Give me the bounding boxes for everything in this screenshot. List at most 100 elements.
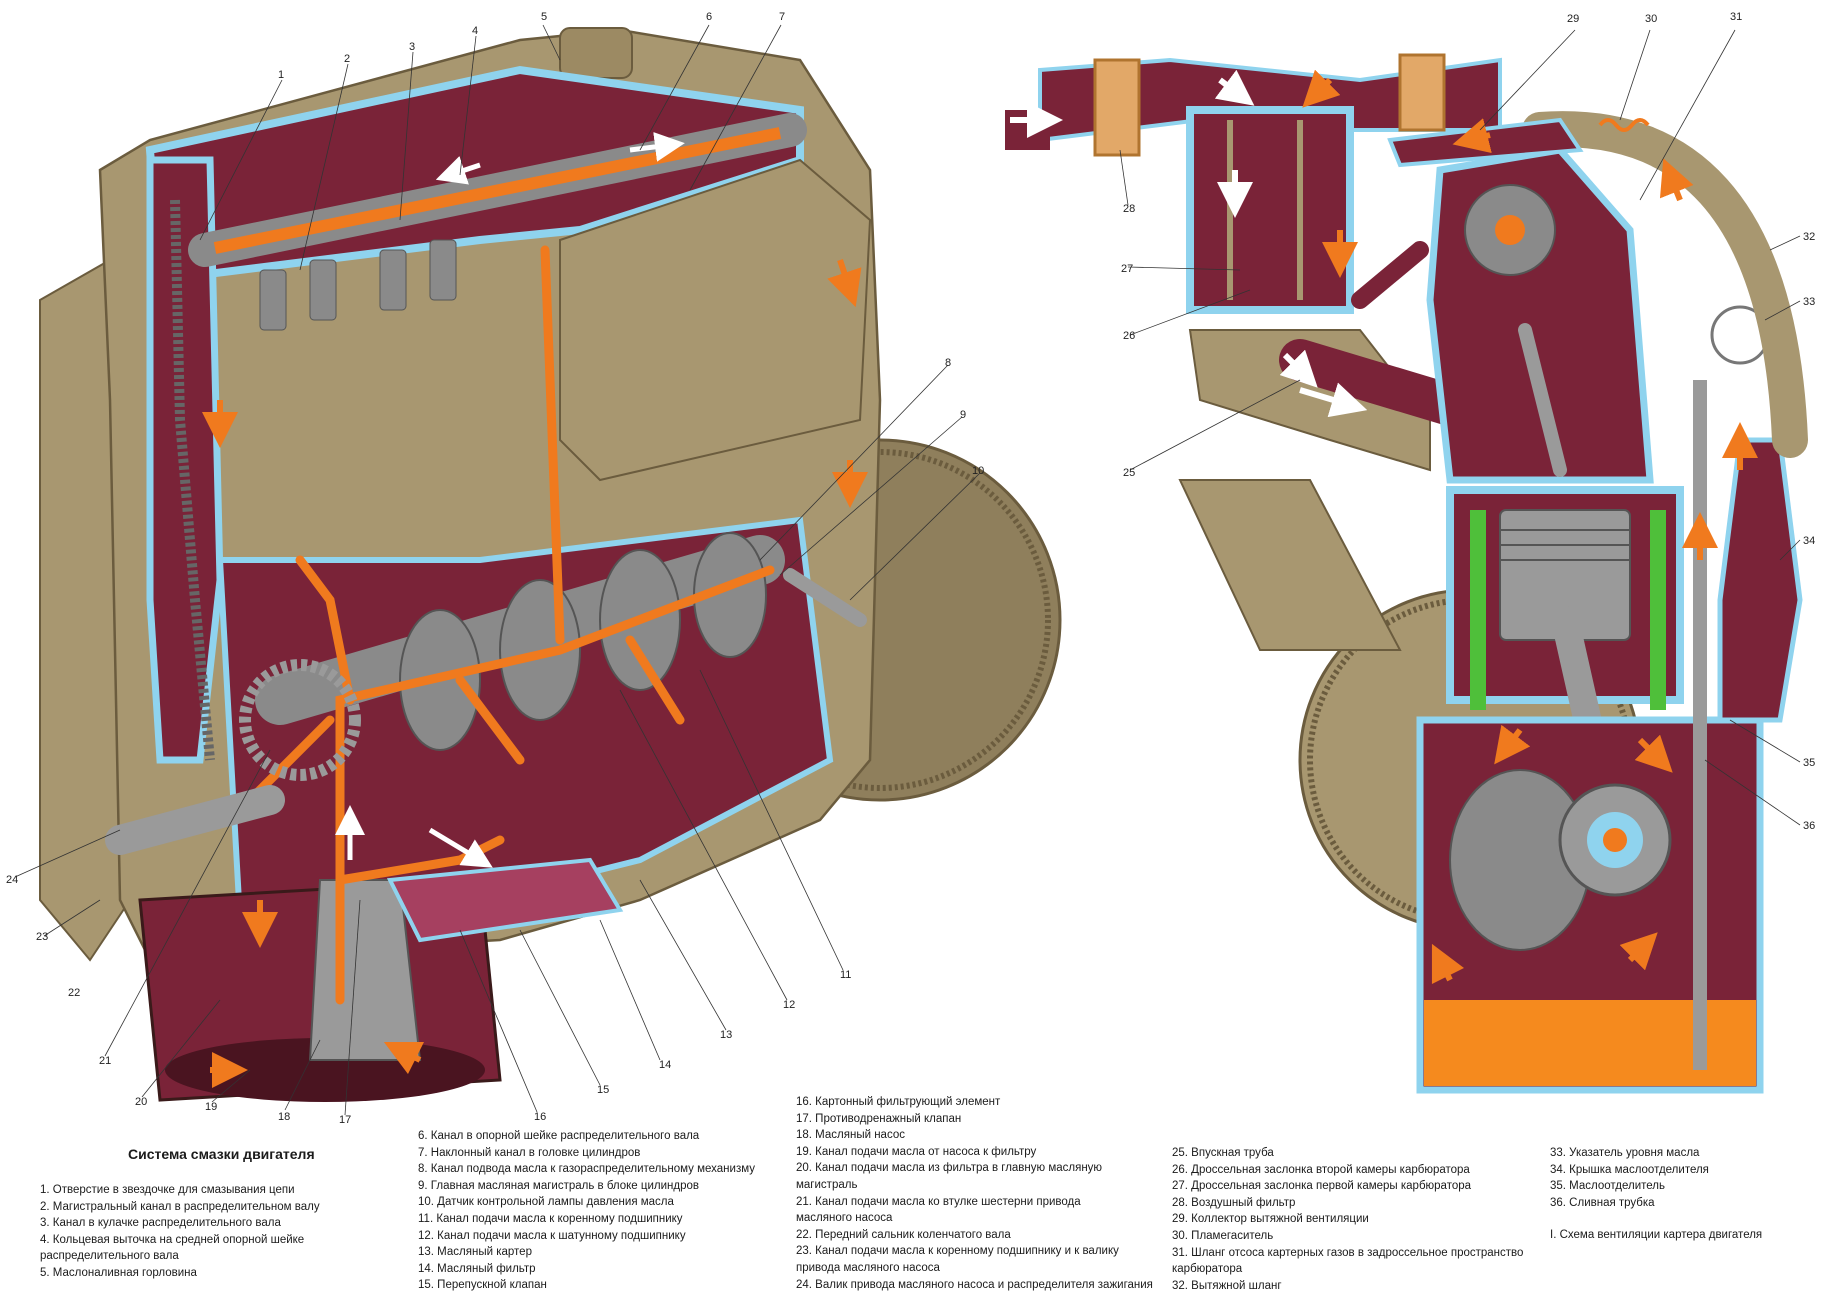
legend-column-1: 1. Отверстие в звездочке для смазывания …	[40, 1182, 320, 1282]
callout-23: 23	[36, 931, 48, 943]
callout-3: 3	[409, 41, 415, 53]
crank-pulley-shaft	[105, 785, 285, 855]
legend-column-2: 6. Канал в опорной шейке распределительн…	[418, 1128, 755, 1294]
callout-32: 32	[1803, 231, 1815, 243]
timing-chain	[170, 199, 215, 761]
legend-item: масляного насоса	[796, 1212, 893, 1225]
legend-item: 24. Валик привода масляного насоса и рас…	[796, 1278, 1153, 1291]
callout-12: 12	[783, 999, 795, 1011]
legend-item: 35. Маслоотделитель	[1550, 1180, 1666, 1193]
legend-item: 21. Канал подачи масла ко втулке шестерн…	[796, 1195, 1081, 1208]
coolant-jacket-right	[1650, 510, 1666, 710]
crankcase-ventilation-cutaway	[1005, 53, 1808, 1094]
callout-leaders	[14, 24, 1801, 1116]
front-cover	[39, 258, 132, 962]
ventilation-arrows	[1302, 69, 1758, 985]
legend-item: 18. Масляный насос	[796, 1129, 905, 1142]
legend-item: 13. Масляный картер	[418, 1246, 532, 1259]
legend-item: 11. Канал подачи масла к коренному подши…	[418, 1212, 683, 1225]
intake-pipe	[1178, 479, 1402, 651]
carburetor	[1186, 106, 1354, 314]
callout-2: 2	[344, 53, 350, 65]
oil-sump-fill	[1424, 1000, 1756, 1086]
callout-26: 26	[1123, 330, 1135, 342]
legend-item: 27. Дроссельная заслонка первой камеры к…	[1172, 1180, 1472, 1193]
flow-arrows	[202, 259, 868, 1088]
engine-cutaway	[39, 27, 1062, 1102]
legend-item: 14. Масляный фильтр	[418, 1262, 536, 1275]
callout-36: 36	[1803, 820, 1815, 832]
legend-item: 10. Датчик контрольной лампы давления ма…	[418, 1196, 674, 1209]
callout-9: 9	[960, 409, 966, 421]
callout-8: 8	[945, 357, 951, 369]
legend-item: 31. Шланг отсоса картерных газов в задро…	[1172, 1246, 1524, 1259]
legend-item: 5. Маслоналивная горловина	[40, 1266, 197, 1279]
legend-item: 16. Картонный фильтрующий элемент	[796, 1096, 1001, 1108]
legend-item: 6. Канал в опорной шейке распределительн…	[418, 1130, 700, 1142]
legend-item: 3. Канал в кулачке распределительного ва…	[40, 1217, 281, 1230]
legend-item: карбюратора	[1172, 1263, 1243, 1276]
legend-item: 30. Пламегаситель	[1172, 1229, 1274, 1242]
callout-17: 17	[339, 1114, 351, 1126]
air-filter-element-right	[1398, 53, 1446, 132]
legend-item: 12. Канал подачи масла к шатунному подши…	[418, 1229, 686, 1242]
callout-10: 10	[972, 465, 984, 477]
legend-item: магистраль	[796, 1178, 858, 1191]
callout-22: 22	[68, 987, 80, 999]
legend-column-5: 33. Указатель уровня масла 34. Крышка ма…	[1550, 1145, 1762, 1244]
legend-item: 25. Впускная труба	[1172, 1147, 1274, 1159]
legend-item: 19. Канал подачи масла от насоса к фильт…	[796, 1145, 1037, 1158]
callout-1: 1	[278, 69, 284, 81]
callout-29: 29	[1567, 13, 1579, 25]
coolant-jacket-left	[1470, 510, 1486, 710]
legend-item: 2. Магистральный канал в распределительн…	[40, 1200, 320, 1213]
callout-35: 35	[1803, 757, 1815, 769]
callout-20: 20	[135, 1096, 147, 1108]
legend-item: 8. Канал подвода масла к газораспределит…	[418, 1163, 756, 1176]
callout-14: 14	[659, 1059, 671, 1071]
callout-33: 33	[1803, 296, 1815, 308]
callout-25: 25	[1123, 467, 1135, 479]
oil-filter	[386, 857, 624, 943]
callout-5: 5	[541, 11, 547, 23]
callout-31: 31	[1730, 11, 1742, 23]
legend-item: 34. Крышка маслоотделителя	[1550, 1163, 1709, 1176]
legend-item: 22. Передний сальник коленчатого вала	[796, 1228, 1011, 1241]
callout-21: 21	[99, 1055, 111, 1067]
legend-item: 17. Противодренажный клапан	[796, 1112, 962, 1125]
legend-item: 4. Кольцевая выточка на средней опорной …	[40, 1233, 305, 1246]
legend-item: 23. Канал подачи масла к коренному подши…	[796, 1245, 1119, 1258]
callout-7: 7	[779, 11, 785, 23]
callout-27: 27	[1121, 263, 1133, 275]
oil-filler-neck	[559, 27, 633, 79]
callout-18: 18	[278, 1111, 290, 1123]
diagram-title: Система смазки двигателя	[128, 1146, 315, 1162]
callout-6: 6	[706, 11, 712, 23]
white-flow-arrows	[335, 131, 685, 868]
legend-item: 9. Главная масляная магистраль в блоке ц…	[418, 1179, 700, 1192]
callout-numbers: 1 2 3 4 5 6 7 8 9 10 11 12 13 14 15 16 1…	[6, 11, 1815, 1126]
legend-item: 32. Вытяжной шланг	[1172, 1279, 1282, 1292]
legend-item: 29. Коллектор вытяжной вентиляции	[1172, 1213, 1369, 1226]
callout-19: 19	[205, 1101, 217, 1113]
legend-item: 26. Дроссельная заслонка второй камеры к…	[1172, 1163, 1470, 1176]
callout-15: 15	[597, 1084, 609, 1096]
legend-item: 36. Сливная трубка	[1550, 1196, 1655, 1209]
callout-28: 28	[1123, 203, 1135, 215]
legend-item: 7. Наклонный канал в головке цилиндров	[418, 1146, 641, 1159]
breather-hose	[1522, 111, 1808, 458]
callout-11: 11	[840, 969, 851, 981]
ventilation-white-arrows	[1010, 69, 1368, 418]
callout-16: 16	[534, 1111, 546, 1123]
legend-item: 20. Канал подачи масла из фильтра в глав…	[796, 1162, 1103, 1175]
legend-item: распределительного вала	[40, 1250, 179, 1263]
legend-item: 15. Перепускной клапан	[418, 1279, 547, 1292]
flame-arrester	[1598, 118, 1650, 132]
callout-30: 30	[1645, 13, 1657, 25]
legend-column-3: 16. Картонный фильтрующий элемент 17. Пр…	[796, 1094, 1153, 1293]
callout-24: 24	[6, 874, 18, 886]
crankcase-gas-hose	[1351, 241, 1429, 309]
legend-item: 1. Отверстие в звездочке для смазывания …	[40, 1184, 295, 1196]
camshaft-oil-channel	[213, 127, 782, 254]
